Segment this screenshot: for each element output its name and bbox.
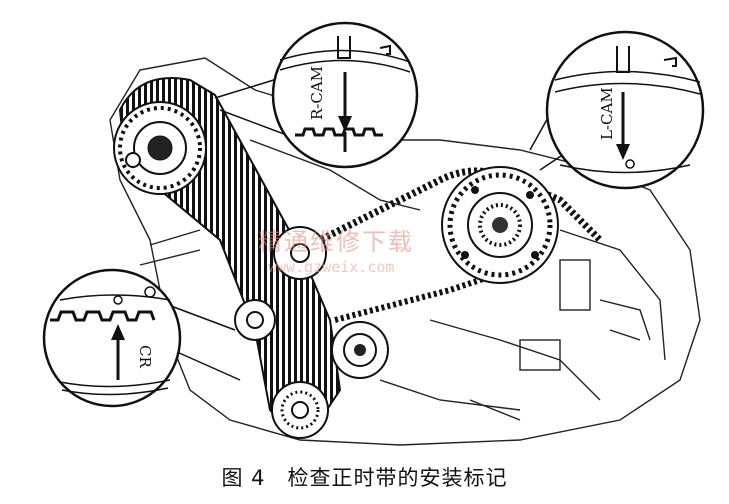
r-cam-label: R-CAM [308,66,326,120]
watermark-url: www.gzweix.com [268,258,395,276]
idler-pulley-lower [331,321,389,379]
left-cam-sprocket [441,166,559,284]
watermark-text: 精通维修下载 [258,228,414,256]
tensioner-pulley [234,299,276,341]
l-cam-label: L-CAM [598,87,616,140]
crank-sprocket [271,381,329,439]
r-cam-callout: R-CAM [271,21,419,169]
cr-label: CR [136,345,154,368]
caption-text: 检查正时带的安装标记 [287,466,508,490]
crank-callout: CR [42,268,182,408]
l-cam-callout: L-CAM [545,30,705,190]
figure-caption: 图 4 检查正时带的安装标记 [0,462,729,492]
figure-number: 图 4 [221,466,266,490]
idler-pulley-upper [273,226,327,280]
right-cam-sprocket [113,101,207,195]
